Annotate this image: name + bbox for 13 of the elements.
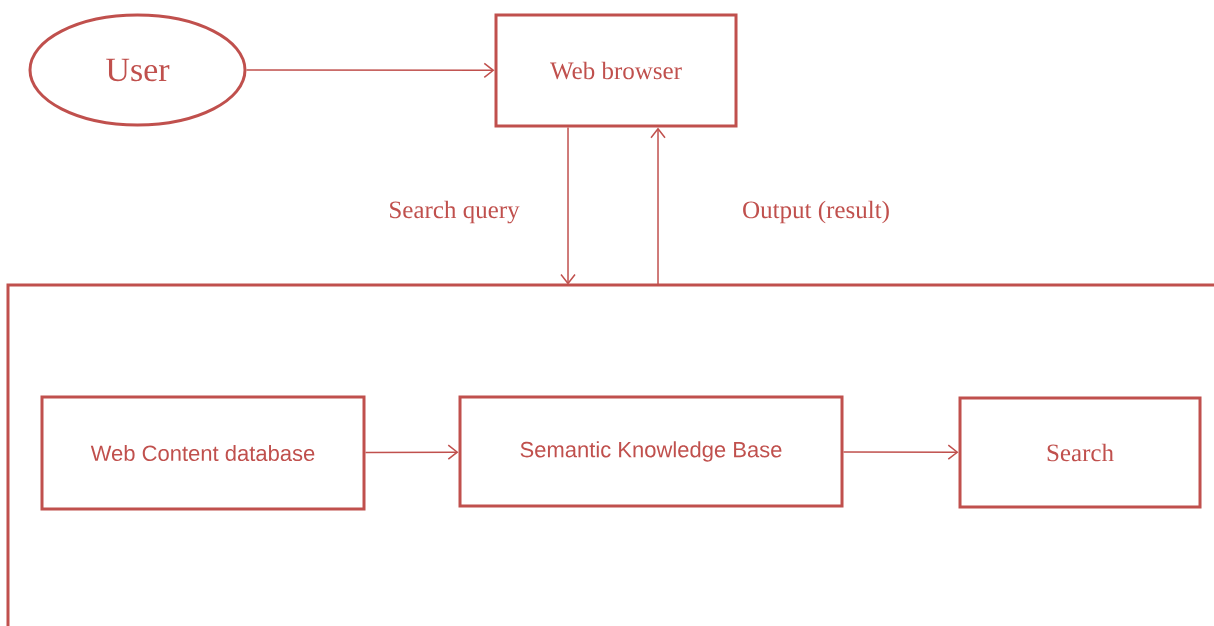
process-box: Web browser: [494, 13, 738, 128]
system-boundary: [6, 283, 1214, 626]
oval-node: User: [28, 13, 247, 127]
arrow: [842, 444, 959, 460]
process-box: Semantic Knowledge Base: [458, 395, 844, 508]
process-box: Search: [958, 396, 1202, 509]
process-box: Web Content database: [40, 395, 366, 511]
arrow: [364, 444, 459, 460]
edge-label: Output (result): [743, 200, 889, 224]
edge-label: Search query: [390, 200, 520, 224]
arrow: [560, 126, 576, 285]
arrow: [650, 127, 666, 286]
arrow: [245, 62, 495, 79]
